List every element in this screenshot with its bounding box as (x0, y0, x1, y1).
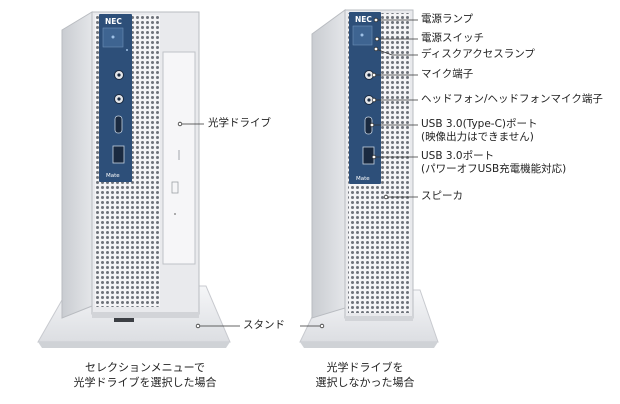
left-caption-line1: セレクションメニューで (84, 361, 205, 374)
label-usb-a-line1: USB 3.0ポート (421, 150, 495, 162)
right-mate-logo: Mate (356, 176, 370, 182)
left-caption: セレクションメニューで 光学ドライブを選択した場合 (40, 360, 250, 390)
left-usb-a-port (112, 145, 125, 164)
right-usb-a-port (362, 146, 375, 165)
label-usb-a-line2: (パワーオフUSB充電機能対応) (421, 163, 567, 175)
left-nec-logo: NEC (105, 17, 122, 26)
label-power-switch: 電源スイッチ (421, 32, 484, 44)
label-power-lamp: 電源ランプ (421, 13, 474, 25)
label-optical-drive: 光学ドライブ (208, 117, 271, 129)
right-pc-unit: NEC Mate (299, 9, 439, 348)
label-mic-jack: マイク端子 (421, 68, 474, 80)
leader-disk-lamp (375, 48, 393, 56)
left-mate-logo: Mate (106, 173, 120, 179)
right-caption: 光学ドライブを 選択しなかった場合 (285, 360, 445, 390)
label-speaker: スピーカ (421, 190, 463, 202)
right-caption-line2: 選択しなかった場合 (315, 376, 415, 389)
left-optical-drive (162, 51, 196, 265)
label-usb-c-line2: (映像出力はできません) (421, 131, 534, 143)
left-usb-c-port (114, 115, 123, 134)
left-pc-unit: NEC Mate (37, 11, 231, 348)
leader-dots (177, 17, 389, 329)
right-caption-line1: 光学ドライブを (326, 361, 404, 374)
right-nec-logo: NEC (355, 15, 372, 24)
left-caption-line2: 光学ドライブを選択した場合 (73, 376, 217, 389)
right-side-panel (311, 9, 346, 319)
label-stand: スタンド (243, 319, 285, 331)
left-side-panel (61, 11, 93, 319)
label-disk-access-lamp: ディスクアクセスランプ (421, 48, 535, 60)
label-headphone-jack: ヘッドフォン/ヘッドフォンマイク端子 (421, 93, 603, 105)
leader-lines (180, 19, 418, 327)
left-eject-button (171, 181, 179, 194)
label-usb-c-line1: USB 3.0(Type-C)ポート (421, 118, 538, 130)
